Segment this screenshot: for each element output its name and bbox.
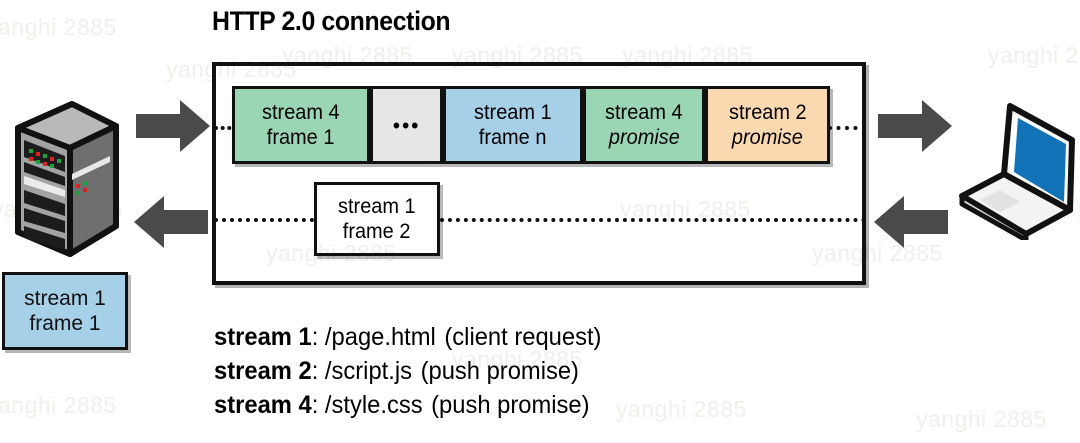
legend-colon: : xyxy=(311,357,325,385)
watermark-text: yanghi 2885 xyxy=(812,240,943,266)
watermark-text: yanghi 2885 xyxy=(988,42,1080,68)
legend: stream 1: /page.html(client request)stre… xyxy=(214,320,622,422)
dotted-line-lower-right xyxy=(440,218,866,222)
frame-line1: stream 4 xyxy=(262,101,340,124)
arrow-server-to-connection xyxy=(136,100,210,152)
frame-line1: stream 1 xyxy=(474,101,552,124)
left-box-line1: stream 1 xyxy=(24,287,106,310)
legend-path: /script.js xyxy=(324,357,413,385)
left-box-line2: frame 1 xyxy=(29,312,101,335)
dotted-line-lower-left xyxy=(214,218,314,222)
legend-note: (push promise) xyxy=(431,391,590,419)
watermark-text: yanghi 2885 xyxy=(620,196,751,222)
dotted-line-upper-left xyxy=(214,126,238,130)
server-pending-frame-box[interactable]: stream 1 frame 1 xyxy=(2,272,128,350)
legend-stream-label: stream 1 xyxy=(214,323,312,351)
watermark-text: yanghi 2885 xyxy=(0,14,117,40)
frame-line2: promise xyxy=(732,126,803,149)
laptop-icon xyxy=(958,92,1076,240)
frame-line1: stream 2 xyxy=(728,101,807,124)
legend-stream-label: stream 4 xyxy=(214,391,312,419)
frame-line1: ••• xyxy=(392,112,421,138)
watermark-text: yanghi 2885 xyxy=(916,406,1047,432)
frame-line2: promise xyxy=(608,126,680,149)
legend-row-2: stream 2: /script.js(push promise) xyxy=(214,354,601,388)
http2-connection-box xyxy=(212,62,866,285)
frame-line2: frame 2 xyxy=(343,220,411,243)
legend-row-1: stream 1: /page.html (client request) xyxy=(214,320,601,354)
arrow-client-to-connection xyxy=(874,196,948,248)
frame-line2: frame 1 xyxy=(267,126,335,149)
watermark-text: yanghi 2885 xyxy=(452,346,583,372)
watermark-text: yanghi 2885 xyxy=(0,392,117,418)
server-icon xyxy=(10,100,122,258)
frame-line1: stream 4 xyxy=(605,101,683,124)
legend-row-3: stream 4: /style.css (push promise) xyxy=(214,388,601,422)
arrow-connection-to-client xyxy=(878,100,952,152)
legend-path: /style.css xyxy=(324,391,423,419)
page-title: HTTP 2.0 connection xyxy=(212,6,451,36)
watermark-text: yanghi 2885 xyxy=(616,396,747,422)
frame-line2: frame n xyxy=(479,126,547,149)
arrow-connection-to-server xyxy=(134,196,208,248)
legend-note: (push promise) xyxy=(420,357,579,385)
legend-colon: : xyxy=(311,323,325,351)
frame-line1: stream 1 xyxy=(338,195,416,218)
dotted-line-upper-right xyxy=(828,126,866,130)
frame-block-lower[interactable]: stream 1 frame 2 xyxy=(314,182,440,256)
legend-path: /page.html xyxy=(324,323,436,351)
frame-block-2[interactable]: ••• xyxy=(370,86,443,164)
legend-stream-label: stream 2 xyxy=(214,357,312,385)
legend-note: (client request) xyxy=(444,323,602,351)
legend-colon: : xyxy=(311,391,325,419)
watermark-text: yanghi 2885 xyxy=(166,56,297,82)
